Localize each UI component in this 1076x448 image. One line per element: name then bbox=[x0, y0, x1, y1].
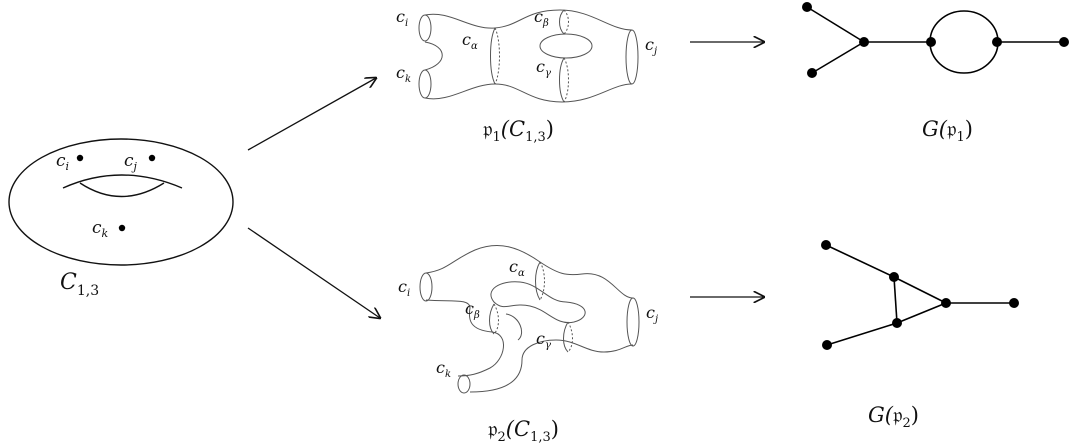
torus-hole-upper bbox=[62, 174, 183, 189]
graph2-caption: G(𝔭2) bbox=[868, 403, 919, 431]
p2-curve-gamma-front bbox=[563, 321, 569, 353]
p1-curve-beta-front bbox=[559, 9, 565, 35]
graph2-vertex-3 bbox=[941, 298, 951, 308]
p2-curve-alpha-back bbox=[539, 261, 545, 301]
graph1-vertex-2 bbox=[926, 37, 936, 47]
torus-label-ci: ci bbox=[56, 151, 69, 173]
graph1-leaf-ck bbox=[807, 68, 817, 78]
p1-curve-beta-back bbox=[563, 9, 569, 35]
p1-curve-alpha-back bbox=[494, 27, 500, 85]
graph2-edge-ci bbox=[825, 244, 895, 278]
graph2-vertex-2 bbox=[892, 318, 902, 328]
p1-curve-alpha-front bbox=[490, 27, 496, 85]
graph2-edge-beta bbox=[893, 276, 898, 324]
torus-label-cj: cj bbox=[124, 151, 138, 173]
p1-boundary-cj bbox=[625, 29, 639, 85]
torus-label-ck: ck bbox=[92, 218, 109, 240]
puncture-point-ck bbox=[118, 224, 126, 232]
p2-label-calpha: cα bbox=[509, 257, 525, 279]
graph1-edge-ci bbox=[806, 6, 865, 43]
puncture-point-ci bbox=[76, 154, 84, 162]
p1-label-calpha: cα bbox=[462, 30, 478, 52]
p2-label-cbeta: cβ bbox=[465, 299, 480, 321]
p1-bottom-contour bbox=[424, 83, 633, 103]
p2-label-ci: ci bbox=[398, 277, 410, 299]
graph1-leaf-cj bbox=[1059, 37, 1069, 47]
graph1-vertex-1 bbox=[859, 37, 869, 47]
p1-label-ck: ck bbox=[396, 63, 411, 85]
p1-inner-hole bbox=[539, 33, 593, 59]
p2-inner-channel bbox=[490, 281, 586, 324]
p1-label-cj: cj bbox=[645, 35, 657, 57]
graph2-vertex-1 bbox=[889, 272, 899, 282]
graph2-edge-alpha bbox=[893, 276, 947, 304]
graph2-leaf-ci bbox=[821, 240, 831, 250]
p1-label-ci: ci bbox=[396, 7, 408, 29]
p2-caption: 𝔭2(C1,3) bbox=[488, 417, 559, 445]
torus-outline bbox=[8, 138, 234, 266]
p1-boundary-ci bbox=[418, 14, 432, 42]
p2-inner-crease bbox=[505, 313, 522, 341]
p2-curve-gamma-back bbox=[567, 321, 573, 353]
graph1-vertex-3 bbox=[992, 37, 1002, 47]
graph1-loop-beta-gamma bbox=[929, 10, 999, 74]
p2-boundary-ck bbox=[457, 374, 471, 394]
graph2-leaf-cj bbox=[1009, 298, 1019, 308]
puncture-point-cj bbox=[148, 154, 156, 162]
torus-caption: C1,3 bbox=[60, 270, 99, 299]
graph2-edge-gamma bbox=[896, 302, 947, 324]
torus-surface: ci cj ck bbox=[8, 138, 234, 266]
dual-graph-1 bbox=[802, 2, 1069, 78]
p2-label-cgamma: cγ bbox=[536, 329, 551, 351]
graph2-edge-ck bbox=[826, 322, 898, 346]
p2-boundary-cj bbox=[626, 297, 640, 347]
p1-boundary-ck bbox=[418, 69, 432, 99]
graph1-caption: G(𝔭1) bbox=[922, 117, 973, 145]
p2-curve-beta-back bbox=[493, 303, 499, 335]
arrow-to-p2 bbox=[247, 227, 380, 318]
p2-curve-beta-front bbox=[489, 303, 495, 335]
graph1-leaf-ci bbox=[802, 2, 812, 12]
graph2-leaf-ck bbox=[822, 340, 832, 350]
p2-boundary-ci bbox=[419, 272, 433, 302]
p1-curve-gamma-front bbox=[559, 57, 565, 103]
pants-decomposition-p2: ci ck cj cα cβ cγ bbox=[398, 245, 658, 394]
arrow-to-p1 bbox=[247, 78, 376, 151]
p1-label-cgamma: cγ bbox=[536, 57, 551, 79]
p2-curve-alpha-front bbox=[535, 261, 541, 301]
pants-decomposition-p1: ci ck cj cα cβ cγ bbox=[396, 7, 657, 103]
p1-left-notch bbox=[424, 41, 443, 71]
torus-hole-lower bbox=[79, 182, 165, 198]
p1-label-cbeta: cβ bbox=[534, 7, 549, 29]
graph1-edge-ck bbox=[811, 41, 865, 74]
p1-top-contour bbox=[424, 9, 633, 31]
p1-caption: 𝔭1(C1,3) bbox=[483, 117, 554, 145]
p1-curve-gamma-back bbox=[563, 57, 569, 103]
p2-bottom-contour bbox=[469, 339, 634, 393]
p2-label-ck: ck bbox=[436, 358, 451, 380]
p2-top-contour bbox=[425, 245, 634, 299]
p2-label-cj: cj bbox=[646, 303, 658, 325]
dual-graph-2 bbox=[821, 240, 1019, 350]
